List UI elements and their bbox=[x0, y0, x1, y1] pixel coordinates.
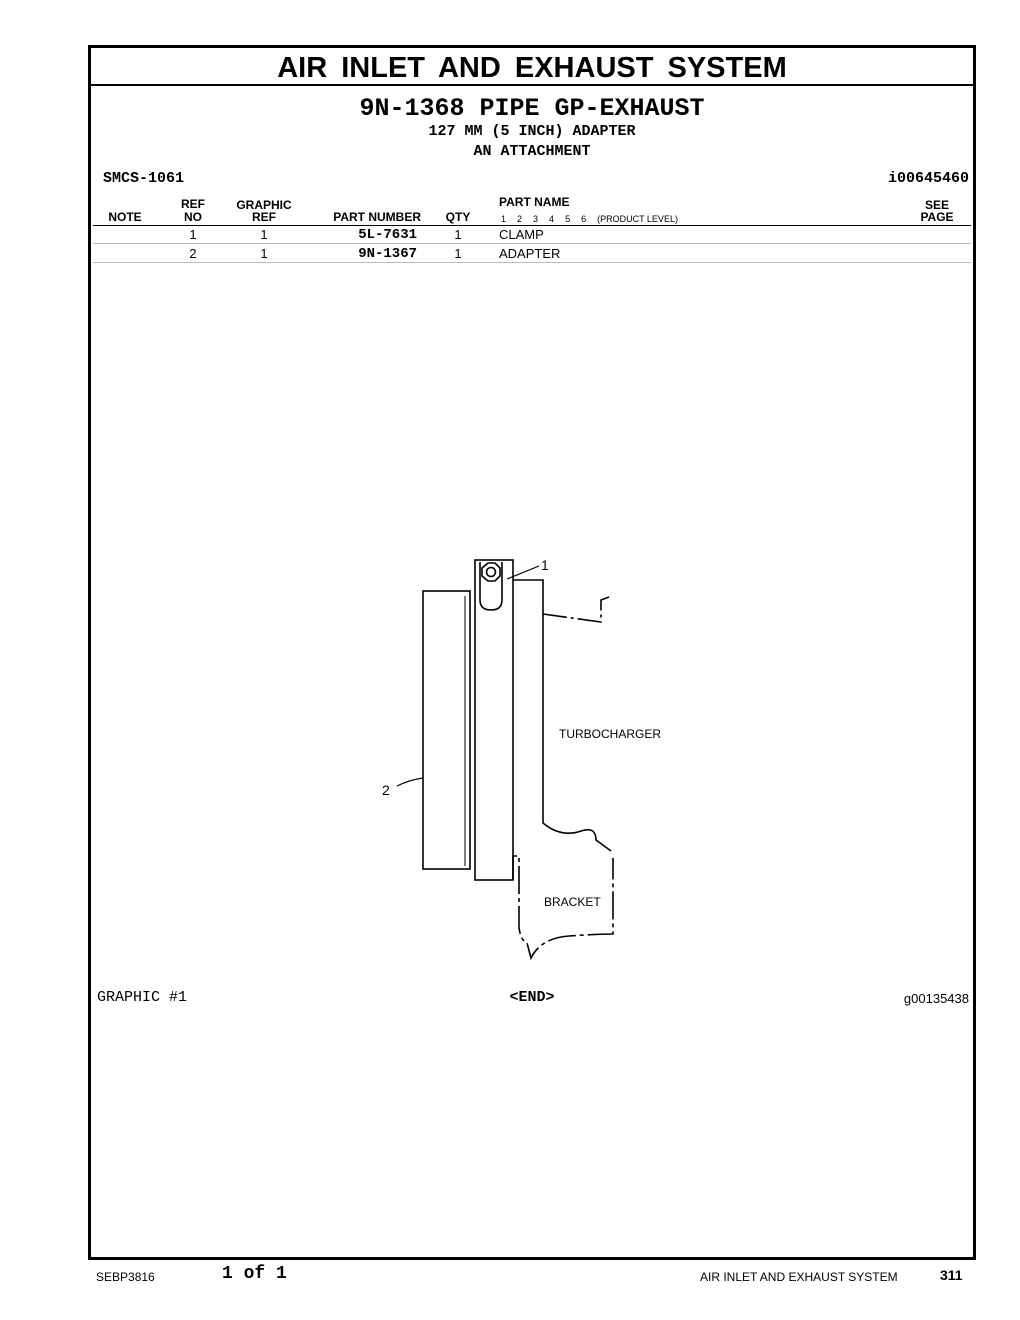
header-rule bbox=[93, 225, 971, 226]
callout-2-leader bbox=[396, 777, 424, 787]
footer-page-number: 311 bbox=[940, 1267, 963, 1283]
product-level-2: 2 bbox=[517, 214, 523, 224]
row-divider bbox=[93, 262, 971, 263]
header-part-number: PART NUMBER bbox=[333, 210, 421, 224]
header-note: NOTE bbox=[108, 210, 142, 224]
group-subtitle-1: 127 MM (5 INCH) ADAPTER bbox=[428, 123, 636, 140]
row-part-name: ADAPTER bbox=[499, 246, 561, 261]
row-divider bbox=[93, 243, 971, 244]
product-level-3: 3 bbox=[533, 214, 539, 224]
clamp-nut bbox=[481, 562, 501, 582]
smcs-code: SMCS-1061 bbox=[103, 170, 185, 187]
clamp-lug bbox=[479, 562, 503, 611]
callout-1-leader bbox=[506, 565, 540, 580]
callout-2: 2 bbox=[382, 782, 390, 798]
footer-page-of: 1 of 1 bbox=[222, 1264, 287, 1284]
callout-1: 1 bbox=[541, 557, 549, 573]
graphic-label: GRAPHIC #1 bbox=[97, 989, 188, 1006]
group-title: 9N-1368 PIPE GP-EXHAUST bbox=[359, 94, 705, 123]
header-graphic-top: GRAPHIC bbox=[236, 198, 292, 212]
row-graphic-ref: 1 bbox=[260, 227, 268, 242]
label-turbocharger: TURBOCHARGER bbox=[559, 727, 661, 741]
clamp-band bbox=[474, 559, 514, 881]
turbocharger-housing-edge bbox=[542, 596, 610, 623]
row-ref-no: 1 bbox=[189, 227, 197, 242]
section-title: AIR INLET AND EXHAUST SYSTEM bbox=[91, 48, 973, 86]
page-frame: AIR INLET AND EXHAUST SYSTEM 9N-1368 PIP… bbox=[88, 45, 976, 1260]
header-see-top: SEE bbox=[924, 198, 949, 212]
bracket-outline bbox=[512, 855, 614, 961]
product-level-1: 1 bbox=[501, 214, 507, 224]
header-qty: QTY bbox=[445, 210, 471, 224]
row-graphic-ref: 1 bbox=[260, 246, 268, 261]
row-qty: 1 bbox=[454, 246, 462, 261]
header-part-name: PART NAME bbox=[499, 195, 570, 209]
footer-doc-number: SEBP3816 bbox=[96, 1270, 155, 1284]
row-ref-no: 2 bbox=[189, 246, 197, 261]
label-bracket: BRACKET bbox=[544, 895, 601, 909]
adapter-ring bbox=[422, 590, 471, 870]
header-see-bottom: PAGE bbox=[920, 210, 954, 224]
header-ref-bottom: NO bbox=[184, 210, 202, 224]
end-marker: <END> bbox=[509, 989, 555, 1006]
row-part-number: 5L-7631 bbox=[358, 227, 417, 243]
row-qty: 1 bbox=[454, 227, 462, 242]
clamp-bolt bbox=[485, 566, 497, 578]
header-graphic-bottom: REF bbox=[252, 210, 276, 224]
parts-illustration: 1 2 TURBOCHARGER BRACKET bbox=[382, 557, 661, 961]
document-id: i00645460 bbox=[887, 170, 969, 187]
group-subtitle-2: AN ATTACHMENT bbox=[473, 143, 591, 160]
header-ref-top: REF bbox=[181, 197, 205, 211]
product-level-6: 6 bbox=[581, 214, 587, 224]
row-part-number: 9N-1367 bbox=[358, 246, 417, 262]
footer-section: AIR INLET AND EXHAUST SYSTEM bbox=[700, 1270, 898, 1284]
turbocharger-outline bbox=[513, 579, 612, 852]
row-part-name: CLAMP bbox=[499, 227, 544, 242]
product-level-4: 4 bbox=[549, 214, 555, 224]
graphic-id: g00135438 bbox=[903, 991, 969, 1006]
product-level-label: (PRODUCT LEVEL) bbox=[597, 214, 678, 224]
product-level-5: 5 bbox=[565, 214, 571, 224]
